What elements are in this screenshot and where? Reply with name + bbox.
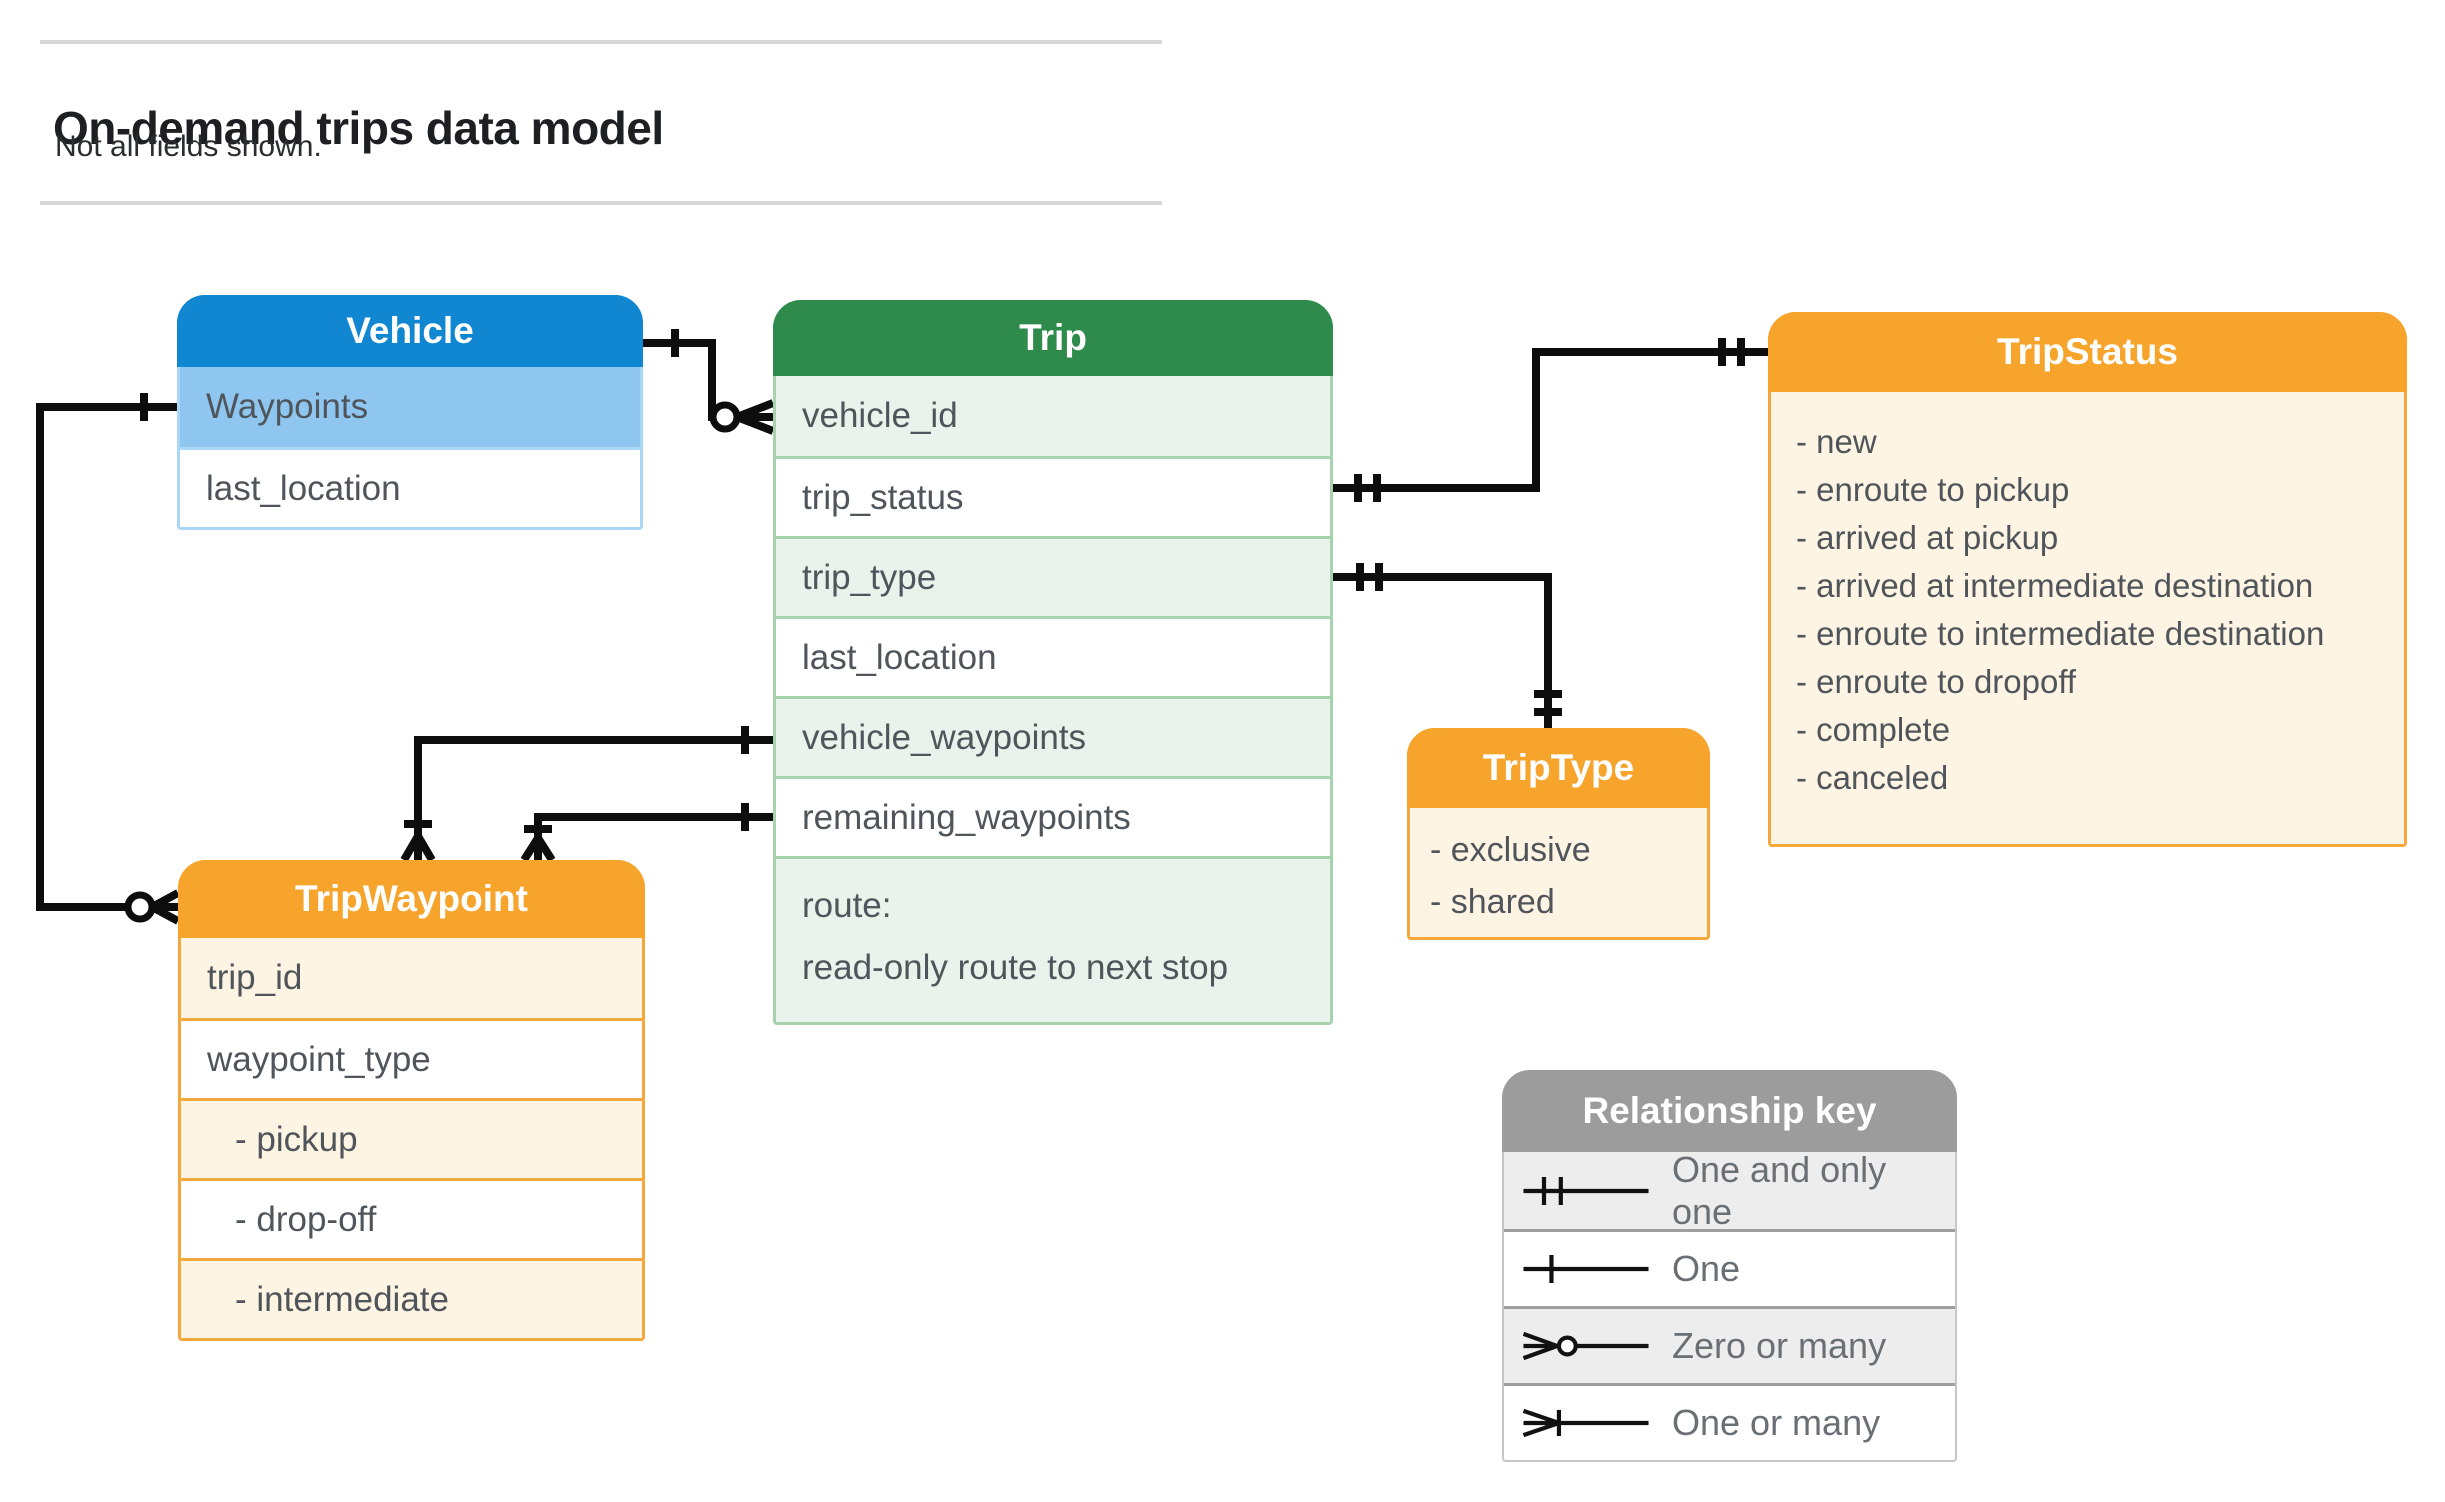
field-row-trip-type: trip_type [776,536,1330,616]
legend-row-one: One [1504,1229,1955,1306]
crow-foot [520,835,556,863]
crow-foot [735,399,775,435]
legend-row-zero-or-many: Zero or many [1504,1306,1955,1383]
route-label: route: [802,886,892,925]
entity-table-triptype: TripType - exclusive - shared [1407,728,1710,940]
legend-row-one-and-only-one: One and only one [1504,1149,1955,1232]
status-item: - new [1796,423,1877,460]
status-item: - enroute to dropoff [1796,663,2077,700]
connector-vehicle-trip-zero-or-many [643,329,775,435]
field-row-intermediate: - intermediate [181,1258,642,1338]
triptype-values: - exclusive - shared [1410,808,1707,937]
one-and-only-one-icon [1523,1176,1649,1205]
double-tick [1354,474,1381,502]
one-or-many-icon [1522,1408,1649,1438]
field-row-vehicle-waypoints: vehicle_waypoints [776,696,1330,776]
entity-table-trip: Trip vehicle_id trip_status trip_type la… [773,300,1333,1025]
status-item: - complete [1796,711,1951,748]
top-divider [40,40,1162,44]
field-row-last-location: last_location [776,616,1330,696]
status-item: - canceled [1796,759,1949,796]
field-row-pickup: - pickup [181,1098,642,1178]
field-row-last-location: last_location [180,447,640,527]
connector-trip-vehicle-waypoints-one-or-many [400,726,773,863]
connector-trip-triptype-one-and-only-one [1333,563,1562,728]
field-row-waypoints: Waypoints [180,367,640,447]
legend-label: One or many [1672,1402,1881,1443]
one-icon [1523,1255,1649,1283]
double-tick [1356,563,1383,591]
status-item: - enroute to intermediate destination [1796,615,2325,652]
entity-table-vehicle: Vehicle Waypoints last_location [177,295,643,530]
relationship-key: Relationship key One and only one One [1502,1070,1957,1462]
route-description: read-only route to next stop [802,948,1229,987]
connector-trip-remaining-waypoints-one-or-many [520,803,773,863]
legend-label: Zero or many [1672,1325,1887,1366]
header-divider [40,201,1162,205]
page-subtitle: Not all fields shown. [55,130,322,163]
crow-foot [400,833,436,863]
connector-vehicle-tripwaypoint-zero-or-many [36,393,180,925]
legend-label: One [1672,1248,1741,1289]
double-tick [1534,690,1562,716]
tripwaypoint-header: TripWaypoint [178,860,645,938]
type-item: - shared [1430,883,1555,921]
field-row-trip-id: trip_id [181,938,642,1018]
field-row-vehicle-id: vehicle_id [776,376,1330,456]
tripstatus-values: - new - enroute to pickup - arrived at p… [1771,392,2404,844]
field-row-remaining-waypoints: remaining_waypoints [776,776,1330,856]
crow-foot [150,889,180,925]
trip-header: Trip [773,300,1333,376]
type-item: - exclusive [1430,831,1591,869]
legend-row-one-or-many: One or many [1504,1383,1955,1460]
field-row-route: route: read-only route to next stop [776,856,1330,1022]
status-item: - arrived at pickup [1796,519,2059,556]
legend-label: One and only one [1672,1148,1887,1232]
zero-or-many-icon [1522,1331,1649,1361]
double-tick [1718,338,1745,366]
status-item: - arrived at intermediate destination [1796,567,2314,604]
tripstatus-header: TripStatus [1768,312,2407,392]
field-row-waypoint-type: waypoint_type [181,1018,642,1098]
entity-table-tripstatus: TripStatus - new - enroute to pickup - a… [1768,312,2407,847]
connector-trip-tripstatus-one-and-only-one [1333,338,1768,502]
zero-circle [709,401,741,433]
field-row-drop-off: - drop-off [181,1178,642,1258]
status-item: - enroute to pickup [1796,471,2070,508]
relationship-key-header: Relationship key [1502,1070,1957,1152]
triptype-header: TripType [1407,728,1710,808]
entity-table-tripwaypoint: TripWaypoint trip_id waypoint_type - pic… [178,860,645,1341]
field-row-trip-status: trip_status [776,456,1330,536]
page-title: On-demand trips data model [53,101,664,154]
zero-circle [124,891,156,923]
vehicle-header: Vehicle [177,295,643,367]
